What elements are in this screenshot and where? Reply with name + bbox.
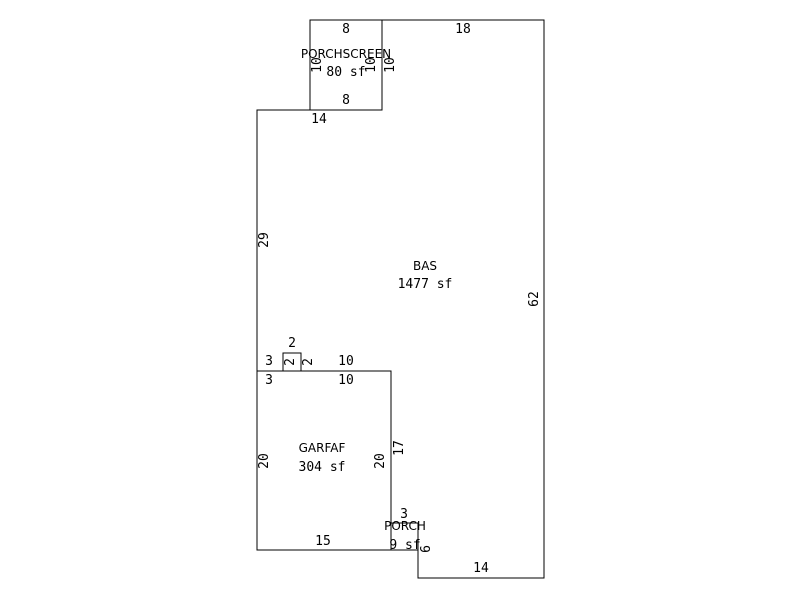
bas-label: BAS: [413, 259, 437, 273]
bas-dim-notch-inner-left: 2: [283, 358, 298, 366]
garfaf-label: GARFAF: [299, 441, 346, 455]
bas-outline: [256, 19, 545, 579]
porchscreen-dim-left: 10: [310, 57, 325, 73]
porch-outline: [390, 522, 419, 551]
porch-label: PORCH: [384, 519, 426, 533]
garfaf-dim-right-outer: 17: [392, 440, 407, 456]
bas-dim-right: 62: [527, 291, 542, 307]
bas-dim-step-top: 14: [311, 112, 327, 127]
porch-dim-top: 3: [400, 507, 408, 522]
garfaf-dim-top: 10: [338, 373, 354, 388]
bas-dim-garage-top: 10: [338, 354, 354, 369]
porchscreen-dim-right-outer: 10: [383, 57, 398, 73]
bas-dim-notch-left: 3: [265, 354, 273, 369]
porchscreen-dim-bottom: 8: [342, 93, 350, 108]
bas-dim-left-upper: 29: [257, 232, 272, 248]
garfaf-dim-bottom: 15: [315, 534, 331, 549]
garfaf-area: 304 sf: [299, 460, 346, 475]
bas-area: 1477 sf: [398, 277, 453, 292]
garfaf-dim-left: 20: [257, 453, 272, 469]
porchscreen-area: 80 sf: [326, 65, 365, 80]
bas-dim-bottom: 14: [473, 561, 489, 576]
bas-dim-notch-inner-right: 2: [301, 358, 316, 366]
garfaf-dim-left-outer: 3: [265, 373, 273, 388]
porch-area: 9 sf: [389, 538, 420, 553]
porch-dim-right: 6: [419, 545, 434, 553]
porchscreen-dim-right-inner: 10: [364, 57, 379, 73]
porchscreen-label: PORCHSCREEN: [301, 47, 391, 61]
porchscreen-dim-top: 8: [342, 22, 350, 37]
garfaf-dim-right: 20: [373, 453, 388, 469]
porchscreen-outline: [309, 19, 383, 111]
bas-dim-top: 18: [455, 22, 471, 37]
bas-dim-notch-top: 2: [288, 336, 296, 351]
